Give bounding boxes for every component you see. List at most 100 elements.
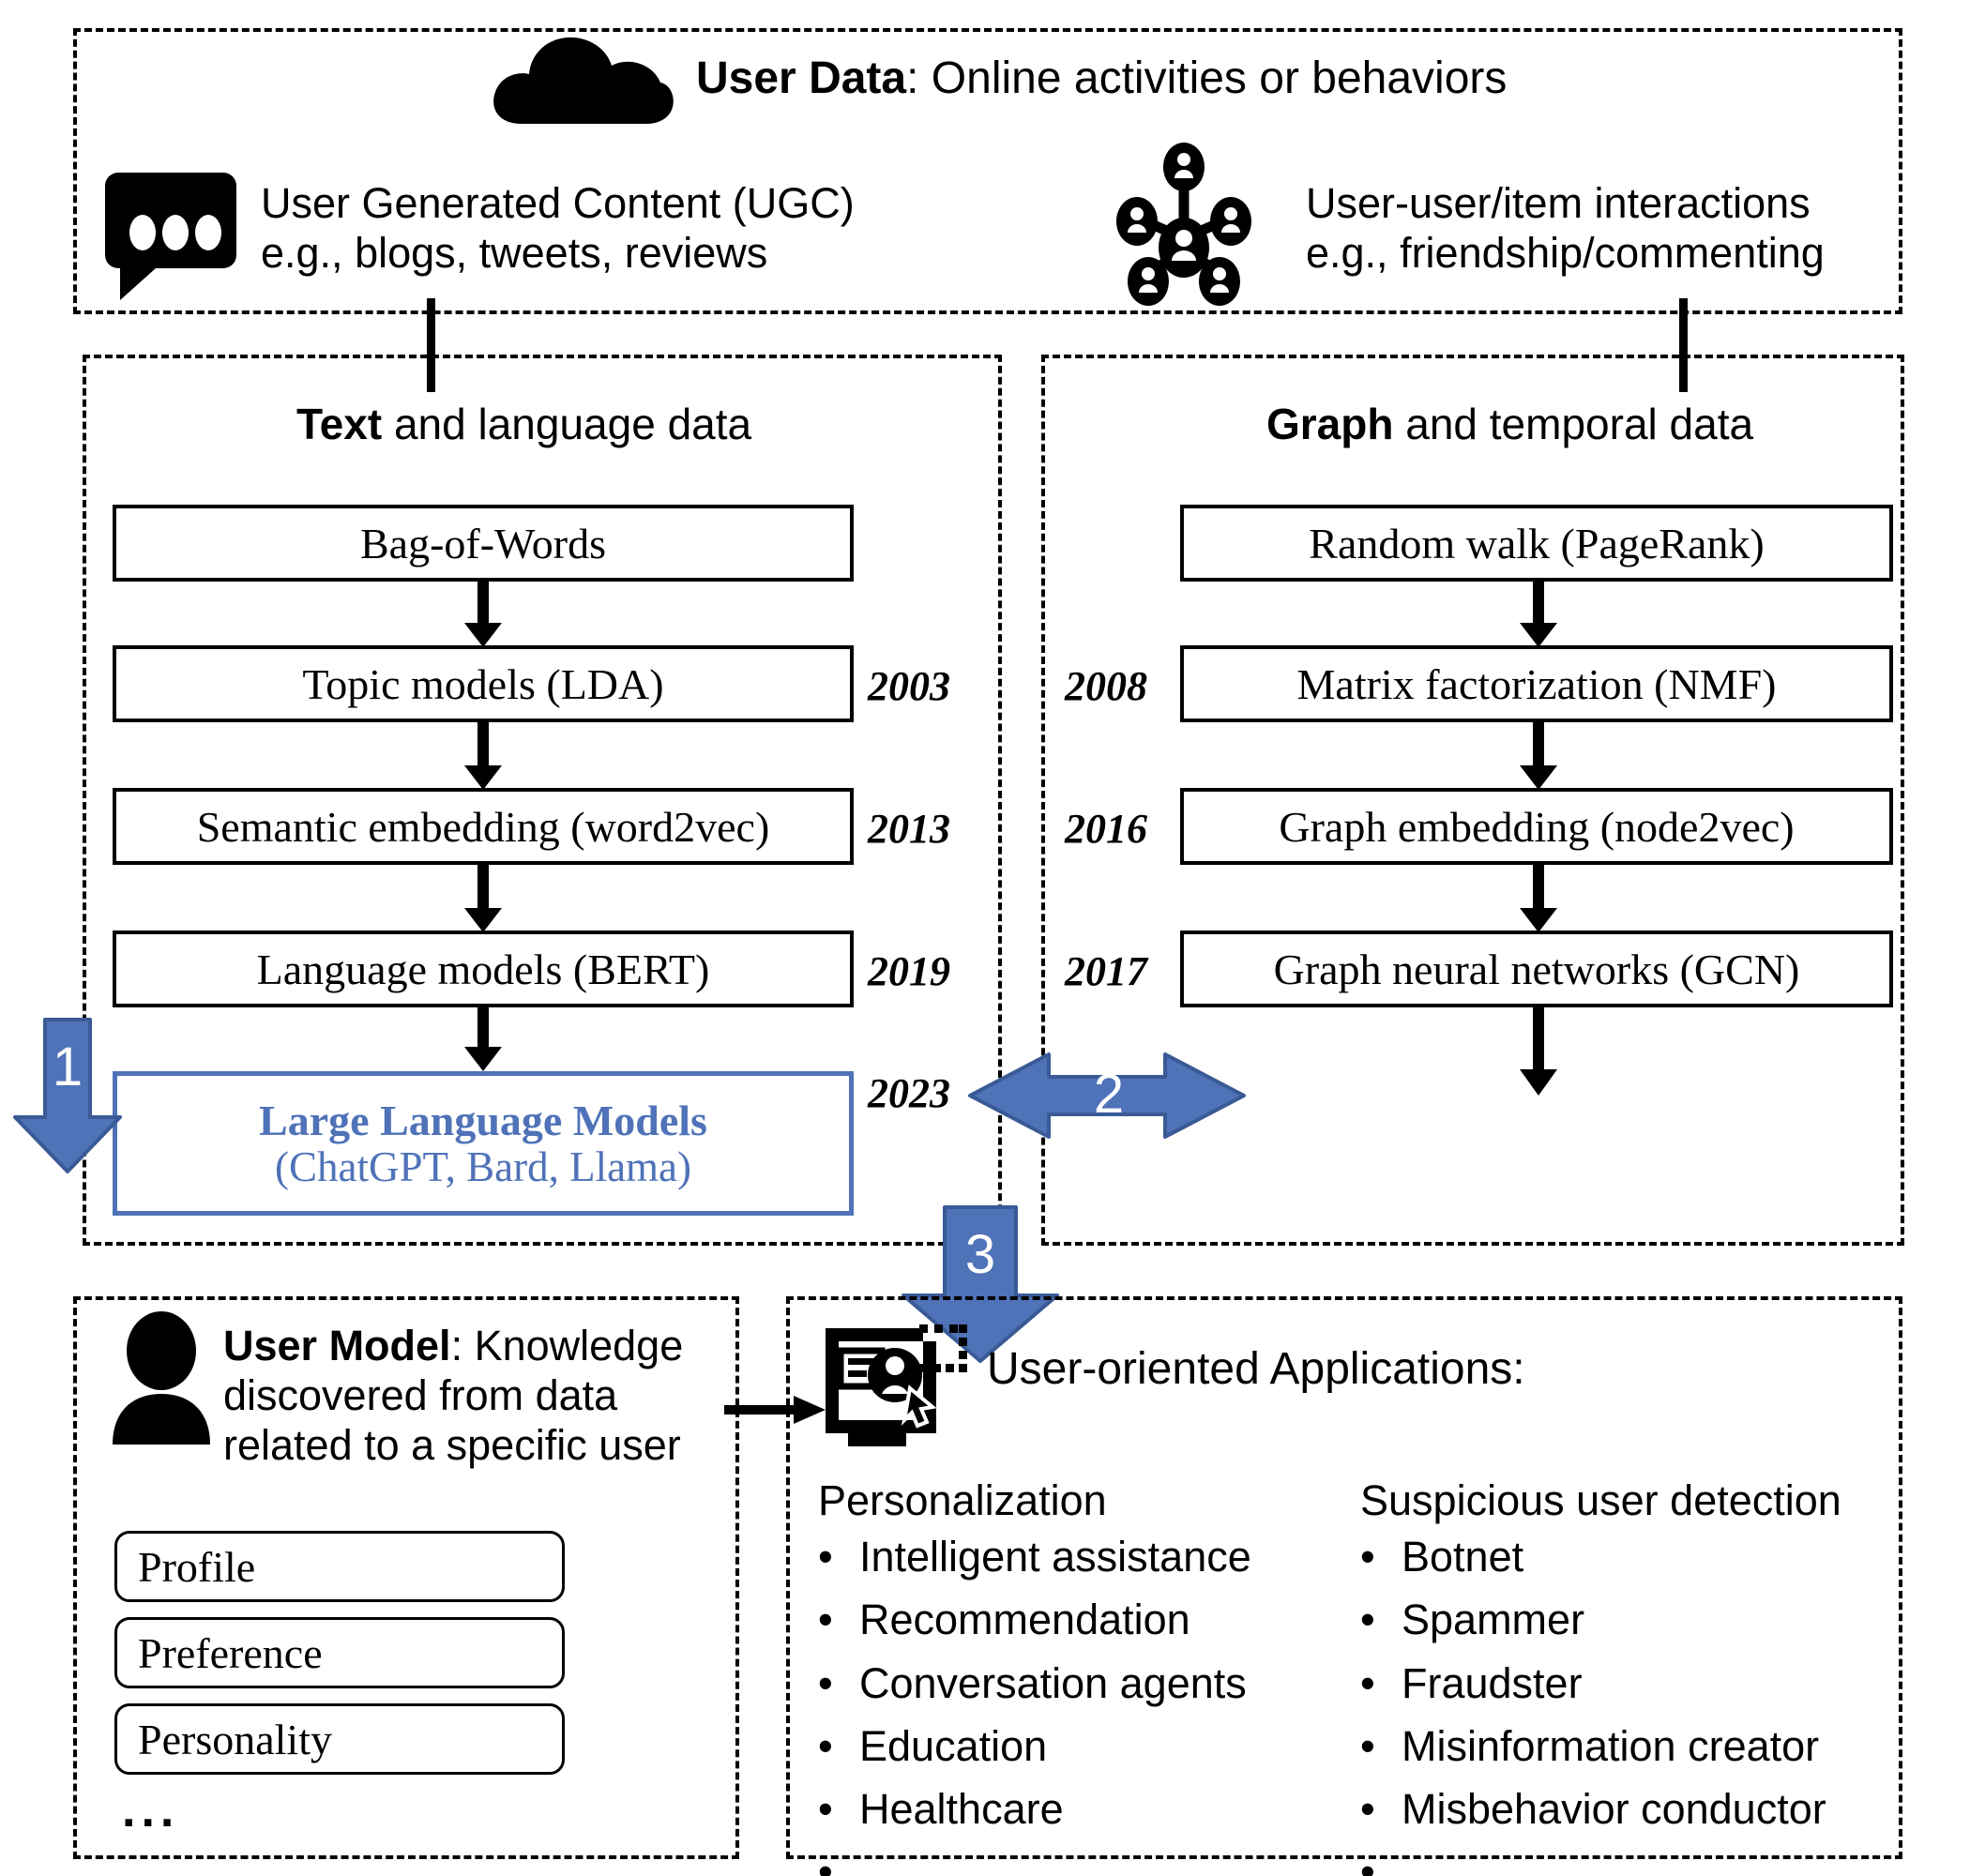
list-item-label: Conversation agents: [859, 1658, 1247, 1707]
text-arrow-3: [462, 865, 504, 934]
list-item: • …: [818, 1846, 1251, 1876]
text-arrow-4: [462, 1007, 504, 1073]
ugc-line-1: User Generated Content (UGC): [261, 179, 855, 227]
cloud-icon: [488, 26, 675, 129]
bullet-icon: •: [1360, 1848, 1375, 1876]
text-step-box-topic-models[interactable]: Topic models (LDA): [113, 645, 854, 722]
year-label-2019: 2019: [868, 948, 950, 994]
list-item: • Misinformation creator: [1360, 1720, 1826, 1773]
bullet-icon: •: [818, 1533, 833, 1581]
chat-bubble-icon: [103, 171, 239, 302]
text-panel-header-rest: and language data: [382, 400, 752, 448]
graph-arrow-2: [1518, 722, 1559, 792]
list-item-label: …: [1402, 1848, 1444, 1876]
user-model-text-rest: : Knowledge discovered from data related…: [223, 1322, 684, 1470]
interactions-text-block: User-user/item interactions e.g., friend…: [1306, 178, 1825, 278]
text-step-box-bag-of-words[interactable]: Bag-of-Words: [113, 505, 854, 582]
network-graph-icon: [1109, 139, 1259, 308]
list-item: • Botnet: [1360, 1531, 1826, 1583]
list-item: • Spammer: [1360, 1594, 1826, 1646]
user-model-item-preference[interactable]: Preference: [114, 1617, 565, 1688]
year-label-2017: 2017: [1065, 948, 1147, 994]
user-data-panel: [73, 28, 1902, 314]
user-model-more: ...: [122, 1783, 180, 1838]
flow-arrow-2-label: 2: [1094, 1064, 1124, 1125]
text-data-panel: [83, 355, 1002, 1246]
flow-arrow-3-label: 3: [965, 1224, 995, 1285]
list-item-label: Healthcare: [859, 1785, 1064, 1833]
bullet-icon: •: [818, 1721, 833, 1770]
user-model-to-applications-arrow: [724, 1394, 827, 1426]
list-item: • Conversation agents: [818, 1657, 1251, 1710]
list-item-label: Botnet: [1402, 1533, 1524, 1581]
list-item-label: …: [859, 1848, 902, 1876]
text-step-box-llm[interactable]: Large Language Models (ChatGPT, Bard, Ll…: [113, 1071, 854, 1216]
graph-arrow-3: [1518, 865, 1559, 934]
applications-panel: [786, 1296, 1902, 1859]
bullet-icon: •: [1360, 1721, 1375, 1770]
text-arrow-1: [462, 580, 504, 649]
list-item-label: Education: [859, 1721, 1048, 1770]
graph-step-box-gnn[interactable]: Graph neural networks (GCN): [1180, 930, 1893, 1007]
bullet-icon: •: [1360, 1785, 1375, 1833]
bullet-icon: •: [818, 1658, 833, 1707]
user-model-text-bold: User Model: [223, 1322, 451, 1369]
graph-step-box-graph-embedding[interactable]: Graph embedding (node2vec): [1180, 788, 1893, 865]
text-panel-header: Text and language data: [296, 399, 751, 449]
flow-arrow-1-label: 1: [53, 1036, 83, 1097]
connector-line-graph: [1679, 298, 1688, 392]
list-item: • Misbehavior conductor: [1360, 1783, 1826, 1836]
interactions-line-2: e.g., friendship/commenting: [1306, 229, 1825, 278]
graph-data-panel: [1041, 355, 1904, 1246]
graph-step-box-random-walk[interactable]: Random walk (PageRank): [1180, 505, 1893, 582]
user-model-panel: [73, 1296, 739, 1859]
llm-line-2: (ChatGPT, Bard, Llama): [274, 1142, 692, 1190]
interactions-line-1: User-user/item interactions: [1306, 179, 1811, 227]
user-data-title-rest: : Online activities or behaviors: [906, 53, 1508, 103]
bullet-icon: •: [818, 1596, 833, 1644]
graph-arrow-4: [1518, 1007, 1559, 1097]
user-model-item-profile[interactable]: Profile: [114, 1531, 565, 1602]
applications-column-personalization: • Intelligent assistance • Recommendatio…: [818, 1531, 1251, 1876]
ugc-line-2: e.g., blogs, tweets, reviews: [261, 229, 768, 278]
year-label-2013: 2013: [868, 806, 950, 852]
graph-arrow-1: [1518, 580, 1559, 649]
text-panel-header-bold: Text: [296, 400, 383, 448]
flow-arrow-2[interactable]: 2: [966, 1041, 1248, 1150]
bullet-icon: •: [818, 1785, 833, 1833]
list-item-label: Misbehavior conductor: [1402, 1785, 1826, 1833]
person-avatar-icon: [105, 1311, 218, 1445]
bullet-icon: •: [1360, 1533, 1375, 1581]
year-label-2003: 2003: [868, 663, 950, 709]
connector-line-text: [427, 298, 435, 392]
graph-step-box-matrix-factorization[interactable]: Matrix factorization (NMF): [1180, 645, 1893, 722]
graph-panel-header-bold: Graph: [1266, 400, 1394, 448]
list-item-label: Intelligent assistance: [859, 1533, 1251, 1581]
ugc-text-block: User Generated Content (UGC) e.g., blogs…: [261, 178, 855, 278]
bullet-icon: •: [1360, 1658, 1375, 1707]
user-model-text: User Model: Knowledge discovered from da…: [223, 1321, 735, 1470]
llm-line-1: Large Language Models: [259, 1096, 707, 1144]
graph-panel-header-rest: and temporal data: [1393, 400, 1754, 448]
text-step-box-semantic-embedding[interactable]: Semantic embedding (word2vec): [113, 788, 854, 865]
text-step-box-language-models[interactable]: Language models (BERT): [113, 930, 854, 1007]
year-label-2008: 2008: [1065, 663, 1147, 709]
user-data-title-bold: User Data: [696, 53, 907, 103]
applications-column-title-suspicious: Suspicious user detection: [1360, 1476, 1841, 1524]
list-item: • Healthcare: [818, 1783, 1251, 1836]
flow-arrow-3[interactable]: 3: [896, 1205, 1065, 1365]
text-arrow-2: [462, 722, 504, 792]
list-item-label: Misinformation creator: [1402, 1721, 1820, 1770]
year-label-2016: 2016: [1065, 806, 1147, 852]
list-item-label: Spammer: [1402, 1596, 1585, 1644]
graph-panel-header: Graph and temporal data: [1266, 399, 1753, 449]
user-model-item-personality[interactable]: Personality: [114, 1703, 565, 1775]
applications-column-title-personalization: Personalization: [818, 1476, 1107, 1524]
bullet-icon: •: [1360, 1596, 1375, 1644]
list-item: • Fraudster: [1360, 1657, 1826, 1710]
list-item: • Recommendation: [818, 1594, 1251, 1646]
user-monitor-cursor-icon: [818, 1317, 968, 1448]
flow-arrow-1[interactable]: 1: [8, 1018, 128, 1175]
list-item-label: Fraudster: [1402, 1658, 1583, 1707]
